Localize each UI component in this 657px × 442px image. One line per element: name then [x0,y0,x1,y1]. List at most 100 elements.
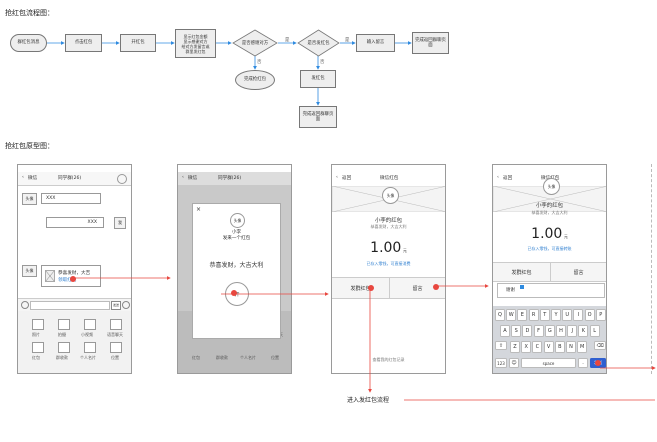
enter-send-flow-label: 进入发红包流程 [347,397,390,404]
page-title: 微信红包 [380,176,399,181]
video-button[interactable] [84,319,96,330]
key-i[interactable]: I [573,309,584,321]
voice-icon[interactable] [21,301,29,309]
plus-icon[interactable] [122,301,130,309]
back-label[interactable]: 返回 [503,176,513,181]
packet-owner: 小李的红包 [536,203,563,209]
message-input[interactable]: 谢谢 [497,283,605,298]
node-show-amount: 显示红包金额 显示感谢对方 给对方发留言或 群里发红包 [175,29,216,58]
key-f[interactable]: F [533,325,544,337]
my-message-bubble: XXX [46,217,104,228]
node-done-back-2: 完成返回群聊页 面 [299,106,337,128]
sender-subtitle: 发来一个红包 [222,236,251,241]
key-w[interactable]: W [506,309,517,321]
back-chevron-icon[interactable]: ‹ [22,175,24,180]
send-button[interactable]: 发送 [111,301,121,310]
avatar: 头像 [382,187,399,204]
key-s[interactable]: S [511,325,522,337]
screen-open-packet: ‹ 微信 同学群(26) 照片 拍摄 小视频 语音聊天 红包 群收款 个人名片 … [177,164,292,374]
leave-message-button[interactable]: 留言 [412,285,423,292]
profile-icon[interactable] [117,174,127,184]
wish-text: 恭喜发财，大吉大利 [209,262,264,269]
function-panel: 照片 拍摄 小视频 语音聊天 红包 群收款 个人名片 位置 [18,311,131,373]
node-input-message: 输入留言 [356,34,395,52]
decision-thank-shape [232,29,278,57]
saved-notice[interactable]: 已存入零钱，可直接转账 [527,246,572,251]
my-avatar: 我 [114,217,126,229]
key-z[interactable]: Z [510,341,520,353]
sender-avatar: 头像 [22,265,37,277]
tap-indicator [231,290,237,296]
key-y[interactable]: Y [551,309,561,321]
key-e[interactable]: E [517,309,528,321]
key-v[interactable]: V [543,341,554,353]
send-group-packet-button[interactable]: 发群红包 [332,278,390,298]
wish-text: 恭喜发财，大吉大利 [531,210,568,215]
numbers-key[interactable]: 123 [495,358,507,368]
back-label[interactable]: 微信 [188,176,198,181]
key-u[interactable]: U [562,309,573,321]
amount-value: 1.00 [370,240,402,256]
amount-value: 1.00 [531,226,563,242]
key-t[interactable]: T [539,309,550,321]
key-l[interactable]: L [589,325,600,337]
camera-label: 拍摄 [58,332,66,337]
red-packet-button[interactable] [32,342,44,353]
key-k[interactable]: K [578,325,589,337]
saved-notice[interactable]: 已存入零钱，可直接消费 [366,261,411,266]
key-j[interactable]: J [567,325,578,337]
voice-chat-label: 语音聊天 [107,332,123,337]
key-g[interactable]: G [544,325,555,337]
red-packet-wish: 恭喜发财，大吉 [58,271,91,276]
amount-display: 1.00 元 [332,240,445,256]
shift-key[interactable]: ⇧ [495,341,507,350]
node-group-message: 群红包消息 [10,34,47,52]
emoji-icon[interactable]: ☺ [509,358,519,368]
close-icon[interactable]: × [196,206,202,213]
key-a[interactable]: A [500,325,510,337]
key-h[interactable]: H [556,325,566,337]
records-link[interactable]: 查看我的红包记录 [372,357,405,362]
message-text: XXX [46,196,56,201]
back-chevron-icon[interactable]: ‹ [182,175,184,180]
space-key[interactable]: space [521,358,576,368]
photo-label: 照片 [32,332,40,337]
label-no-2: 否 [320,60,325,65]
back-label[interactable]: 微信 [28,176,38,181]
tap-indicator [595,360,601,366]
back-chevron-icon[interactable]: ‹ [497,175,499,180]
key-n[interactable]: N [566,341,576,353]
message-input[interactable] [30,301,110,310]
key-q[interactable]: Q [495,309,505,321]
camera-button[interactable] [58,319,70,330]
send-group-packet-button[interactable]: 发群红包 [493,263,551,281]
key-p[interactable]: P [595,309,606,321]
wish-text: 恭喜发财，大吉大利 [370,224,407,229]
key-d[interactable]: D [522,325,533,337]
key-x[interactable]: X [521,341,532,353]
location-label: 位置 [271,355,279,360]
key-o[interactable]: O [584,309,595,321]
flowchart-title: 抢红包流程图： [5,9,54,17]
location-button[interactable] [110,342,122,353]
card-button[interactable] [84,342,96,353]
video-label: 小视频 [81,332,93,337]
back-label[interactable]: 返回 [342,176,352,181]
period-key[interactable]: . [578,358,588,368]
voice-chat-button[interactable] [110,319,122,330]
amount-unit: 元 [402,248,407,253]
backspace-key[interactable]: ⌫ [594,341,606,350]
decision-send: 是否发红包 [307,41,330,46]
photo-button[interactable] [32,319,44,330]
key-m[interactable]: M [577,341,588,353]
leave-message-button[interactable]: 留言 [573,269,584,276]
chat-title: 同学群(26) [58,176,82,181]
back-chevron-icon[interactable]: ‹ [336,175,338,180]
action-bar: 发群红包 留言 [493,262,606,282]
key-b[interactable]: B [554,341,565,353]
key-c[interactable]: C [532,341,543,353]
collect-button[interactable] [58,342,70,353]
text-cursor [520,285,524,289]
key-r[interactable]: R [528,309,539,321]
